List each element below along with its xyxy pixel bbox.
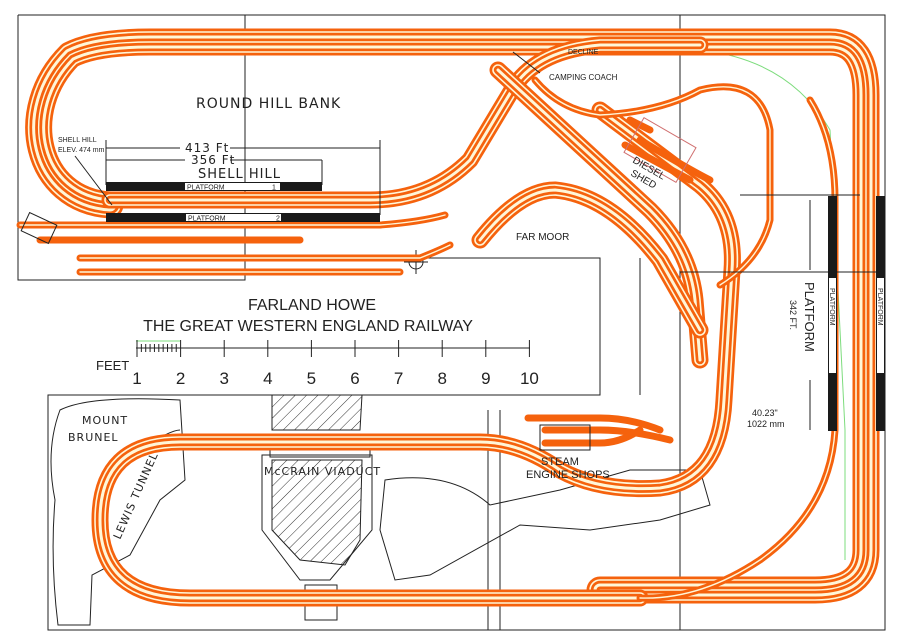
dim-356-label: 356 Ft xyxy=(191,153,235,167)
platform-right-a-label: PLATFORM xyxy=(828,288,835,326)
steam-engine-shops-label-2: ENGINE SHOPS xyxy=(526,469,610,481)
right-platforms xyxy=(680,194,885,431)
scale-tick-label: 3 xyxy=(219,369,228,388)
steam-shop-box xyxy=(539,424,591,451)
svg-text:PLATFORM: PLATFORM xyxy=(187,185,225,192)
platform-2: PLATFORM 2 xyxy=(106,213,380,223)
far-moor-label: FAR MOOR xyxy=(516,232,569,243)
triple-main-line xyxy=(39,42,866,590)
platform-right-b-label: PLATFORM xyxy=(876,288,883,326)
svg-text:1: 1 xyxy=(272,185,276,192)
platform-right-length: 342 FT. xyxy=(788,300,798,330)
diesel-shed-box xyxy=(623,116,697,184)
scale-tick-label: 4 xyxy=(263,369,272,388)
building-box xyxy=(20,211,58,245)
camping-coach-label: CAMPING COACH xyxy=(549,73,618,82)
scale-tick-label: 7 xyxy=(394,369,403,388)
dim-413-label: 413 Ft xyxy=(185,141,229,155)
round-hill-bank-label: ROUND HILL BANK xyxy=(196,96,341,112)
platform-right-label: PLATFORM xyxy=(802,282,817,352)
layout-title: FARLAND HOWE xyxy=(248,297,376,314)
scale-tick-label: 6 xyxy=(350,369,359,388)
svg-text:2: 2 xyxy=(276,216,280,223)
platform-1: PLATFORM 1 xyxy=(106,182,322,192)
mount-brunel-label-2: BRUNEL xyxy=(68,431,119,444)
scale-tick-label: 1 xyxy=(132,369,141,388)
scale-tick-label: 9 xyxy=(481,369,490,388)
svg-text:FEET: FEET xyxy=(96,358,129,373)
single-tracks xyxy=(16,76,774,447)
scale-tick-label: 10 xyxy=(520,369,539,388)
dimension-inches: 40.23" xyxy=(752,408,778,418)
svg-text:PLATFORM: PLATFORM xyxy=(188,216,226,223)
scale-bar: FEET 1 2 3 4 5 6 7 8 9 10 xyxy=(96,340,539,388)
mount-brunel-label-1: MOUNT xyxy=(82,414,128,427)
scale-tick-label: 5 xyxy=(307,369,316,388)
decline-label: DECLINE xyxy=(568,49,599,56)
scale-tick-label: 8 xyxy=(437,369,446,388)
mccrain-viaduct-label: McCRAIN VIADUCT xyxy=(264,465,381,478)
dimension-mm: 1022 mm xyxy=(747,419,785,429)
shell-hill-label: SHELL HILL xyxy=(198,167,281,182)
layout-subtitle: THE GREAT WESTERN ENGLAND RAILWAY xyxy=(143,318,473,335)
shell-hill-elev-label: SHELL HILL xyxy=(58,137,97,144)
mccrain-viaduct-area xyxy=(261,394,711,621)
dimension-lines xyxy=(105,140,381,215)
shell-hill-elev-value: ELEV. 474 mm xyxy=(58,147,105,154)
baseboard-outline xyxy=(17,14,886,631)
scale-tick-label: 2 xyxy=(176,369,185,388)
steam-engine-shops-label-1: STEAM xyxy=(541,456,579,468)
